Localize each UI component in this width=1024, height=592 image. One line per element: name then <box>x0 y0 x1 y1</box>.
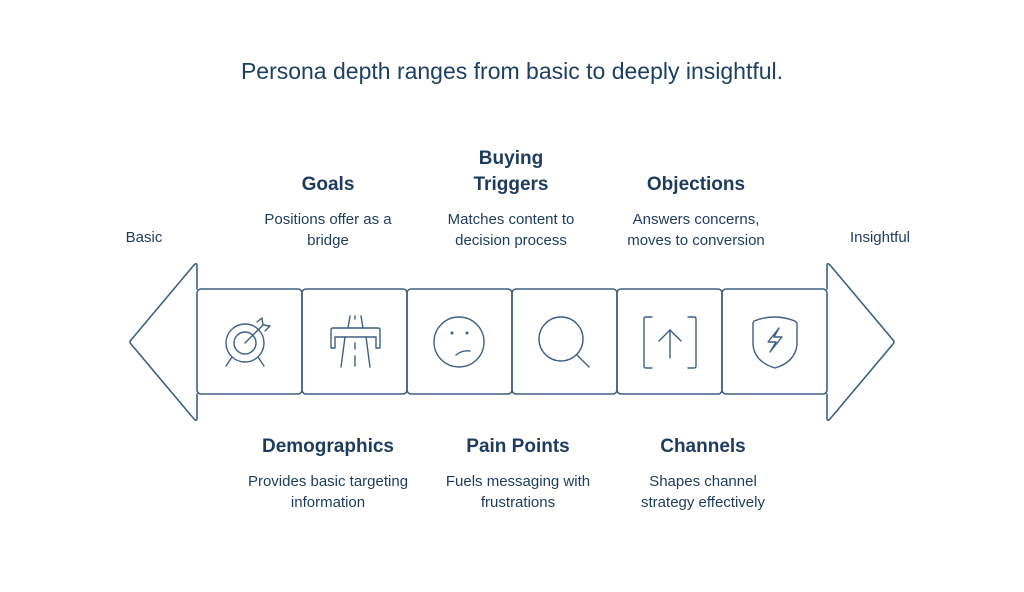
sad-face-icon <box>433 316 485 368</box>
demographics-heading: Demographics <box>262 436 394 457</box>
stage-box-buying-triggers <box>511 288 618 395</box>
start-label: Basic <box>125 229 163 246</box>
channels-heading: Channels <box>660 436 746 457</box>
stage-box-objections <box>721 288 828 395</box>
magnifier-icon <box>538 316 590 368</box>
target-icon <box>225 317 271 367</box>
pain-points-heading: Pain Points <box>466 436 570 457</box>
right-arrowhead <box>826 262 895 422</box>
objections-description: Answers concerns, moves to conversion <box>627 211 765 249</box>
left-arrowhead <box>129 262 198 422</box>
channels-description: Shapes channel strategy effectively <box>641 473 765 511</box>
pain-points-description: Fuels messaging with frustrations <box>445 473 591 511</box>
goals-description: Positions offer as a bridge <box>264 211 392 249</box>
buying-triggers-heading: Buying Triggers <box>473 148 549 195</box>
stage-box-goals <box>301 288 408 395</box>
goals-heading: Goals <box>301 174 355 195</box>
shield-lightning-icon <box>752 316 798 369</box>
demographics-description: Provides basic targeting information <box>247 473 409 511</box>
diagram-title: Persona depth ranges from basic to deepl… <box>240 58 784 84</box>
end-label: Insightful <box>849 229 911 246</box>
highway-bridge-icon <box>330 315 381 368</box>
stage-box-pain-points <box>406 288 513 395</box>
objections-heading: Objections <box>646 174 746 195</box>
buying-triggers-description: Matches content to decision process <box>447 211 575 249</box>
upload-arrow-icon <box>643 316 697 369</box>
stage-box-demographics <box>196 288 303 395</box>
